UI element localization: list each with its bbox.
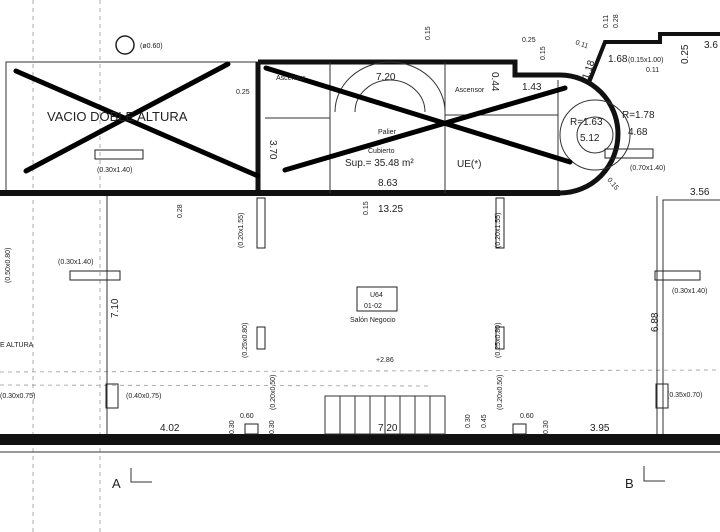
dim: 0.60: [520, 413, 534, 420]
elevator-label: Ascensor: [455, 87, 485, 94]
dim: 7.10: [110, 298, 121, 318]
dim: 0.44: [489, 72, 500, 92]
dim: R=1.78: [622, 110, 655, 121]
dim: 0.30: [269, 420, 276, 434]
vent-label: (0.40x0.75): [126, 393, 161, 400]
dim: 0.15: [425, 26, 432, 40]
dim: 0.30: [543, 420, 550, 434]
dim: 0.28: [177, 204, 184, 218]
vent-label: (0.25x0.80): [242, 323, 249, 358]
dim: 3.6: [704, 40, 718, 51]
dim: 0.45: [481, 414, 488, 428]
vent-label: (0.70x1.40): [630, 165, 665, 172]
section-marker-a: A: [112, 476, 121, 491]
dim: 0.25: [236, 89, 250, 96]
vent-label: (0.30x0.75): [0, 393, 35, 400]
void-vent: (0.30x1.40): [97, 167, 132, 174]
labels: (ø0.60) VACIO DOBLE ALTURA (0.30x1.40) 0…: [0, 14, 718, 491]
dim: 0.25: [522, 37, 536, 44]
entrance-grille: [324, 395, 446, 435]
unit-number: 01-02: [364, 303, 382, 310]
section-marker-b: B: [625, 476, 634, 491]
covered-label: Cubierto: [368, 148, 395, 155]
cancel-marks: [13, 61, 573, 179]
unit-name: Salón Negocio: [350, 317, 396, 324]
dim: 3.95: [590, 423, 610, 434]
dim: 3.56: [690, 187, 710, 198]
dim: 0.30: [229, 420, 236, 434]
dim: R=1.63: [570, 117, 603, 128]
section-arrow-a: [130, 468, 152, 483]
vent-label: (0.35x0.70): [667, 392, 702, 399]
vent-label: (0.50x0.80): [5, 248, 12, 283]
ue-label: UE(*): [457, 159, 481, 170]
dim: 1.43: [522, 82, 542, 93]
vent-grilles: [69, 35, 701, 435]
vent-label: (0.30x1.40): [672, 288, 707, 295]
elevator-label: Ascensor: [276, 75, 306, 82]
edge-text: E ALTURA: [0, 342, 34, 349]
vent-label: (0.30x1.40): [58, 259, 93, 266]
level-label: +2.86: [376, 357, 394, 364]
area-label: Sup.= 35.48 m²: [345, 158, 414, 169]
dim: 0.30: [465, 414, 472, 428]
dim: 0.11: [603, 15, 610, 28]
dim: 4.68: [628, 127, 648, 138]
dim: 7.20: [378, 423, 398, 434]
dim: 8.63: [378, 178, 398, 189]
vent-label: (0.20x1.55): [495, 213, 502, 248]
dim: 4.02: [160, 423, 180, 434]
dim: 7.20: [376, 72, 396, 83]
vent-label: (0.20x0.50): [270, 375, 277, 410]
dim: 0.28: [613, 14, 620, 28]
dim: 13.25: [378, 204, 403, 215]
dim: 0.11: [646, 67, 659, 74]
dim: 0.60: [240, 413, 254, 420]
dim: 0.15: [605, 177, 619, 192]
dim: 6.88: [650, 312, 661, 332]
section-arrow-b: [643, 466, 665, 482]
column-label: (ø0.60): [140, 43, 163, 50]
vent-label: (0.25x0.80): [495, 323, 502, 358]
column-icon: [115, 35, 135, 55]
dim: 0.25: [680, 44, 691, 64]
dim: 3.70: [267, 140, 278, 160]
dim: 0.11: [574, 39, 589, 50]
dim: 1.68: [608, 54, 628, 65]
vent-label: (0.20x0.50): [497, 375, 504, 410]
vent-label: (0.15x1.00): [628, 57, 663, 64]
void-label: VACIO DOBLE ALTURA: [47, 109, 188, 124]
vent-label: (0.20x1.55): [238, 213, 245, 248]
dim: 0.15: [540, 46, 547, 60]
landing-label: Palier: [378, 129, 397, 136]
dim: 5.12: [580, 133, 600, 144]
unit-code: U64: [370, 292, 383, 299]
dim: 0.15: [363, 201, 370, 215]
